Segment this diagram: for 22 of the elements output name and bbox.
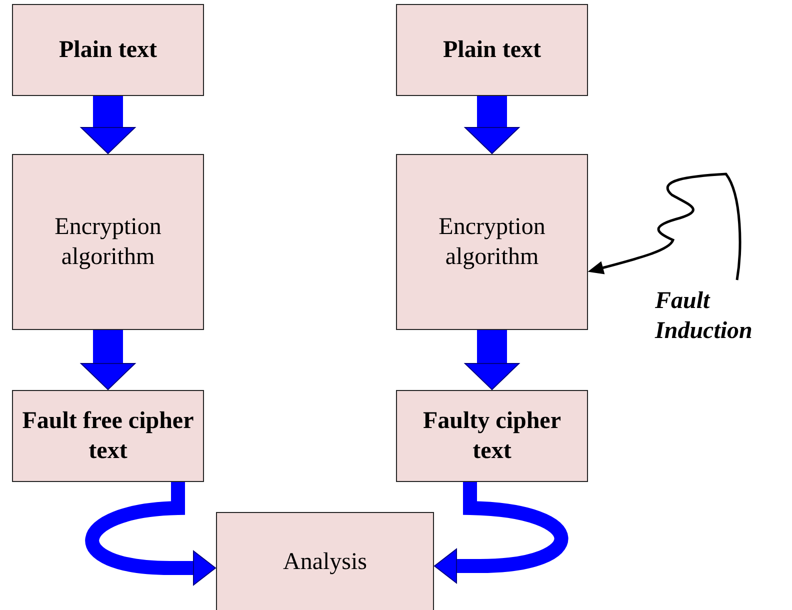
- box-label: Plain text: [59, 36, 157, 65]
- block-arrow: [464, 96, 520, 154]
- output-box: [396, 390, 588, 482]
- block-arrow: [464, 330, 520, 390]
- squiggly-arrow: [588, 172, 742, 280]
- process-box: [396, 154, 588, 330]
- box-label: Encryption algorithm: [438, 213, 546, 272]
- process-box: [216, 512, 434, 610]
- curved-arrow: [85, 482, 216, 586]
- process-box: [12, 154, 204, 330]
- output-box: [12, 390, 204, 482]
- curved-arrow: [434, 482, 568, 584]
- input-box: [12, 4, 204, 96]
- block-arrow: [80, 330, 136, 390]
- box-label: Encryption algorithm: [54, 213, 162, 272]
- box-label: Faulty cipher text: [422, 407, 562, 466]
- input-box: [396, 4, 588, 96]
- box-label: Fault free cipher text: [21, 407, 195, 466]
- box-label: Analysis: [283, 548, 367, 577]
- annotation-text: Fault Induction: [655, 287, 754, 346]
- box-label: Plain text: [443, 36, 541, 65]
- block-arrow: [80, 96, 136, 154]
